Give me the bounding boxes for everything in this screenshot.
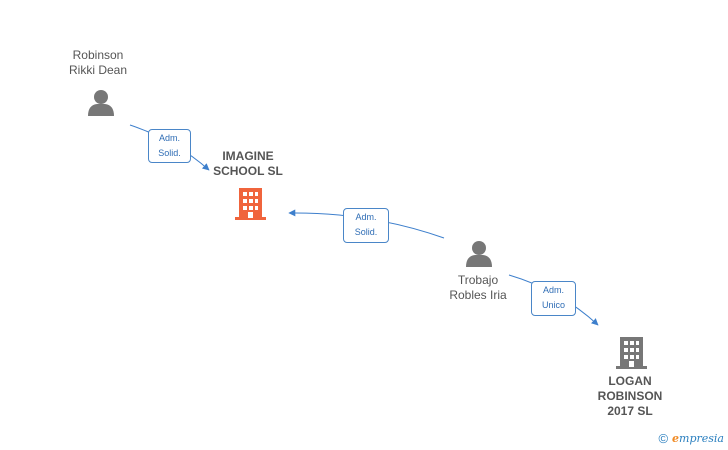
brand-name: mpresia: [679, 432, 724, 445]
edge-label-line2: Solid.: [158, 148, 181, 158]
person-icon: [466, 241, 492, 267]
building-icon: [235, 188, 266, 220]
edge-label-robinson-imagine: Adm. Solid.: [148, 129, 191, 163]
node-label-robinson[interactable]: Robinson Rikki Dean: [68, 48, 128, 77]
edge-label-line2: Solid.: [354, 227, 378, 237]
edge-label-trobajo-imagine: Adm. Solid.: [343, 208, 389, 243]
footer-watermark: © empresia: [658, 431, 724, 446]
edge-label-line1: Adm.: [355, 212, 377, 222]
copyright-symbol: ©: [658, 431, 669, 446]
edge-label-line2: Unico: [541, 300, 565, 310]
edge-label-line1: Adm.: [158, 133, 180, 143]
brand-logo: empresia: [672, 432, 724, 445]
node-label-imagine-school[interactable]: IMAGINE SCHOOL SL: [213, 149, 283, 178]
person-icon: [88, 90, 114, 116]
node-label-logan-robinson[interactable]: LOGAN ROBINSON 2017 SL: [597, 374, 663, 418]
edge-label-trobajo-logan: Adm. Unico: [531, 281, 576, 316]
edge-label-line1: Adm.: [542, 285, 564, 295]
node-label-trobajo[interactable]: Trobajo Robles Iria: [449, 273, 507, 302]
building-icon: [616, 337, 647, 369]
brand-initial: e: [672, 432, 680, 445]
